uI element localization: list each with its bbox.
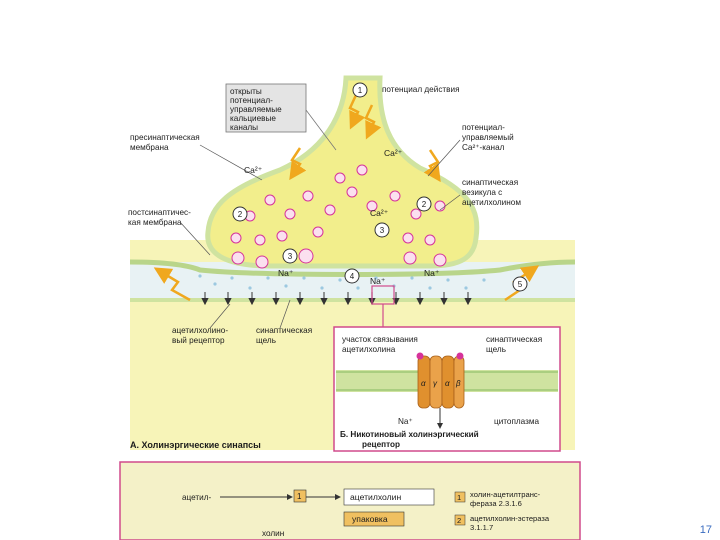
bottom-choline: холин bbox=[262, 529, 284, 538]
packing-box bbox=[343, 511, 405, 527]
note-line-4: кальциевые bbox=[230, 114, 276, 123]
legend-1-line-1: холин-ацетилтранс- bbox=[470, 490, 541, 499]
label-cleft-1: синаптическая bbox=[256, 326, 312, 335]
label-postsynaptic-2: кая мембрана bbox=[128, 218, 182, 227]
note-line-1: открыты bbox=[230, 87, 262, 96]
calcium-channels-note-box bbox=[225, 83, 307, 133]
vesicles bbox=[230, 164, 446, 246]
step-3b: 3 bbox=[380, 226, 385, 235]
step-1-box bbox=[293, 489, 307, 503]
ion-ca-top: Ca²⁺ bbox=[384, 148, 403, 158]
note-line-2: потенциал- bbox=[230, 96, 273, 105]
panel-b-binding-1: участок связывания bbox=[342, 335, 418, 344]
step-2a: 2 bbox=[238, 210, 243, 219]
step-markers bbox=[232, 82, 528, 292]
acetylcholine-dots bbox=[198, 274, 486, 290]
label-vgcc-2: управляемый bbox=[462, 133, 514, 142]
label-presynaptic-2: мембрана bbox=[130, 143, 169, 152]
panel-b-cleft-1: синаптическая bbox=[486, 335, 542, 344]
label-receptor-2: вый рецептор bbox=[172, 336, 225, 345]
page-number: 17 bbox=[699, 524, 712, 536]
note-line-5: каналы bbox=[230, 123, 258, 132]
legend-2-num: 2 bbox=[457, 516, 461, 525]
postsynaptic-receptors bbox=[201, 292, 472, 306]
legend-num-1 bbox=[454, 491, 466, 503]
ion-na-left: Na⁺ bbox=[278, 268, 294, 278]
label-action-potential: потенциал действия bbox=[382, 85, 460, 94]
legend-1-line-2: фераза 2.3.1.6 bbox=[470, 499, 522, 508]
label-receptor-1: ацетилхолино- bbox=[172, 326, 228, 335]
label-vgcc-3: Ca²⁺-канал bbox=[462, 143, 505, 152]
panel-b-na: Na⁺ bbox=[398, 417, 413, 426]
ion-na-mid: Na⁺ bbox=[370, 276, 386, 286]
subunit-beta: β bbox=[455, 379, 461, 388]
label-vesicle-1: синаптическая bbox=[462, 178, 518, 187]
step-3a: 3 bbox=[288, 252, 293, 261]
ion-na-right: Na⁺ bbox=[424, 268, 440, 278]
legend-num-2 bbox=[454, 514, 466, 526]
presynaptic-terminal bbox=[205, 75, 480, 269]
subunit-alpha-1: α bbox=[421, 379, 426, 388]
panel-b-cytoplasm: цитоплазма bbox=[494, 417, 540, 426]
legend-2-line-2: 3.1.1.7 bbox=[470, 523, 493, 532]
subunit-gamma: γ bbox=[433, 379, 438, 388]
panel-b-caption-1: Б. Никотиновый холинэргический bbox=[340, 430, 479, 439]
subunit-alpha-2: α bbox=[445, 379, 450, 388]
label-presynaptic-1: пресинаптическая bbox=[130, 133, 200, 142]
step-5: 5 bbox=[518, 280, 523, 289]
label-vesicle-2: везикула с bbox=[462, 188, 502, 197]
exocytosis-sites bbox=[231, 248, 447, 269]
nicotinic-receptor-shape bbox=[417, 355, 465, 409]
panel-b-cleft-2: щель bbox=[486, 345, 506, 354]
note-line-3: управляемые bbox=[230, 105, 282, 114]
panel-b-caption-2: рецептор bbox=[362, 440, 400, 449]
ion-ca-vesicle: Ca²⁺ bbox=[370, 208, 389, 218]
label-postsynaptic-1: постсинаптичес- bbox=[128, 208, 191, 217]
ion-ca-left: Ca²⁺ bbox=[244, 165, 263, 175]
label-vesicle-3: ацетилхолином bbox=[462, 198, 521, 207]
legend-2-line-1: ацетилхолин-эстераза bbox=[470, 514, 550, 523]
step-1: 1 bbox=[358, 86, 363, 95]
step-2b: 2 bbox=[422, 200, 427, 209]
label-cleft-2: щель bbox=[256, 336, 276, 345]
label-vgcc-1: потенциал- bbox=[462, 123, 505, 132]
bottom-acetyl: ацетил- bbox=[182, 493, 212, 502]
legend-1-num: 1 bbox=[457, 493, 461, 502]
bottom-step-1: 1 bbox=[297, 492, 302, 501]
bottom-product: ацетилхолин bbox=[350, 492, 401, 502]
acetylcholine-box bbox=[343, 488, 435, 506]
step-4: 4 bbox=[350, 272, 355, 281]
panel-b-binding-2: ацетилхолина bbox=[342, 345, 396, 354]
bottom-packing: упаковка bbox=[352, 514, 388, 524]
panel-a-caption: А. Холинэргические синапсы bbox=[130, 440, 261, 450]
